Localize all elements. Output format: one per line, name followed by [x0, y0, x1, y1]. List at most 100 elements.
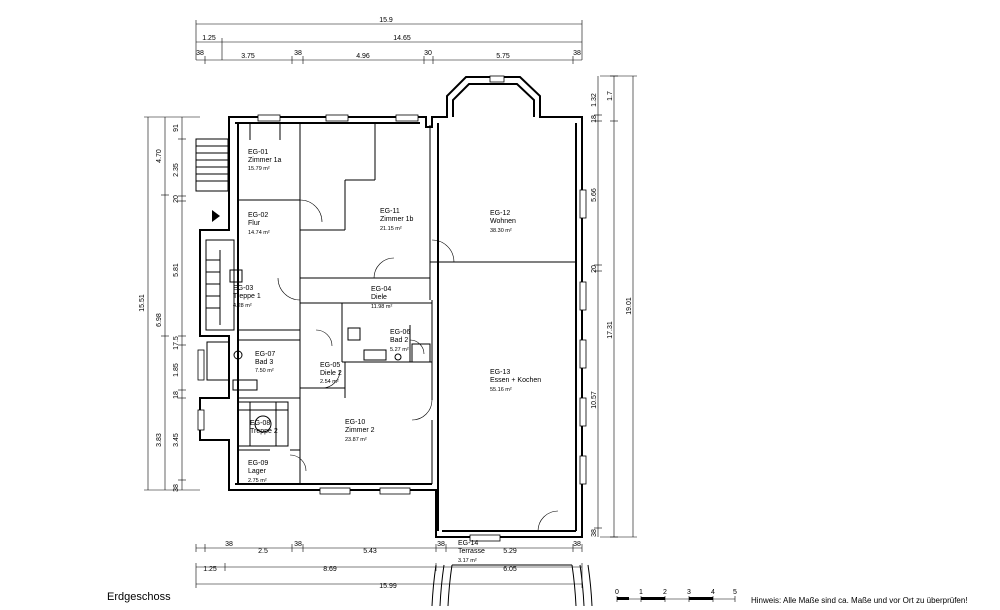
dim-bot-total: 15.99 — [379, 583, 397, 590]
outer-walls — [199, 76, 583, 538]
scale-bar: 0 1 2 3 4 5 — [615, 589, 737, 602]
dim-right-e: 20 — [591, 265, 598, 273]
svg-text:23.87 m²: 23.87 m² — [345, 437, 367, 443]
bathroom-fixtures — [206, 327, 431, 391]
svg-text:3.17 m²: 3.17 m² — [458, 558, 477, 564]
svg-text:Diele: Diele — [371, 294, 387, 301]
dim-top-1: 1.25 — [202, 35, 216, 42]
dim-top-c: 38 — [294, 50, 302, 57]
svg-text:7.50 m²: 7.50 m² — [255, 368, 274, 374]
room-eg-08: EG-08 Treppe 2 — [250, 420, 278, 435]
room-eg-11: EG-11 Zimmer 1b 21.15 m² — [380, 208, 414, 232]
dim-bot-1: 1.25 — [203, 566, 217, 573]
svg-text:EG-11: EG-11 — [380, 208, 400, 215]
room-eg-09: EG-09 Lager 2.75 m² — [248, 460, 268, 484]
room-eg-06: EG-06 Bad 2 5.27 m² — [390, 329, 410, 353]
svg-text:Bad 3: Bad 3 — [255, 359, 273, 366]
dim-left-l: 38 — [173, 484, 180, 492]
svg-text:EG-05: EG-05 — [320, 362, 340, 369]
entrance-arrow-icon — [212, 210, 220, 222]
windows — [197, 75, 587, 542]
svg-text:EG-10: EG-10 — [345, 419, 365, 426]
scale-tick-5: 5 — [733, 589, 737, 596]
dim-bot-3: 6.05 — [503, 566, 517, 573]
room-eg-03: EG-03 Treppe 1 4.28 m² — [233, 285, 261, 309]
dim-bot-e: 38 — [437, 541, 445, 548]
svg-text:Diele 2: Diele 2 — [320, 370, 342, 377]
room-eg-05: EG-05 Diele 2 2.54 m² — [320, 362, 342, 385]
room-eg-04: EG-04 Diele 11.98 m² — [371, 286, 392, 310]
svg-text:Zimmer 1a: Zimmer 1a — [248, 157, 282, 164]
svg-text:Wohnen: Wohnen — [490, 218, 516, 225]
svg-text:EG-09: EG-09 — [248, 460, 268, 467]
dim-top-b: 3.75 — [241, 53, 255, 60]
dim-bot-a: 38 — [225, 541, 233, 548]
dim-left-i: 1.85 — [173, 363, 180, 377]
svg-text:2.54 m²: 2.54 m² — [320, 379, 339, 385]
svg-text:15.79 m²: 15.79 m² — [248, 166, 270, 172]
dim-left-h: 17.5 — [173, 336, 180, 350]
stair-1 — [205, 239, 243, 331]
svg-text:14.74 m²: 14.74 m² — [248, 230, 270, 236]
dim-left-j: 18 — [173, 391, 180, 399]
dim-left-b: 5.81 — [173, 263, 180, 277]
scale-tick-0: 0 — [615, 589, 619, 596]
svg-text:21.15 m²: 21.15 m² — [380, 226, 402, 232]
scale-tick-3: 3 — [687, 589, 691, 596]
dim-right-i: 19.01 — [626, 297, 633, 315]
room-eg-02: EG-02 Flur 14.74 m² — [248, 212, 270, 236]
dim-top-2: 14.65 — [393, 35, 411, 42]
room-labels: EG-01 Zimmer 1a 15.79 m² EG-02 Flur 14.7… — [233, 149, 541, 564]
dim-right-f: 10.57 — [591, 391, 598, 409]
dim-top-e: 30 — [424, 50, 432, 57]
svg-text:EG-07: EG-07 — [255, 351, 275, 358]
dim-left-c: 6.98 — [156, 313, 163, 327]
svg-text:Flur: Flur — [248, 220, 261, 227]
svg-text:EG-08: EG-08 — [250, 420, 270, 427]
svg-text:Treppe 2: Treppe 2 — [250, 428, 278, 435]
dim-left-f: 2.35 — [173, 163, 180, 177]
dim-top-d: 4.96 — [356, 53, 370, 60]
svg-text:Bad 2: Bad 2 — [390, 337, 408, 344]
dim-bot-d: 5.43 — [363, 548, 377, 555]
stair-entrance — [195, 138, 229, 192]
room-eg-12: EG-12 Wohnen 38.30 m² — [490, 210, 516, 234]
disclaimer-note: Hinweis: Alle Maße sind ca. Maße und vor… — [751, 596, 968, 605]
dim-left-total: 15.51 — [139, 294, 146, 312]
bottom-dimensions: 38 2.5 38 5.43 38 5.29 38 1.25 8.69 6.05… — [195, 541, 583, 590]
svg-text:EG-02: EG-02 — [248, 212, 268, 219]
svg-text:EG-03: EG-03 — [233, 285, 253, 292]
svg-text:Terrasse: Terrasse — [458, 548, 485, 555]
svg-text:Zimmer 1b: Zimmer 1b — [380, 216, 414, 223]
svg-text:EG-13: EG-13 — [490, 369, 510, 376]
right-dimensions: 1.32 18 5.66 20 10.57 38 1.7 17.31 19.01 — [591, 75, 637, 538]
dim-left-g: 20 — [173, 195, 180, 203]
svg-text:EG-12: EG-12 — [490, 210, 510, 217]
room-eg-14: EG-14 Terrasse 3.17 m² — [458, 540, 485, 564]
dim-left-d: 3.83 — [156, 433, 163, 447]
svg-text:EG-14: EG-14 — [458, 540, 478, 547]
dim-bot-g: 38 — [573, 541, 581, 548]
svg-text:EG-04: EG-04 — [371, 286, 391, 293]
svg-text:11.98 m²: 11.98 m² — [371, 304, 392, 310]
svg-text:Treppe 1: Treppe 1 — [233, 293, 261, 300]
dim-top-f: 5.75 — [496, 53, 510, 60]
svg-text:55.16 m²: 55.16 m² — [490, 387, 512, 393]
dim-right-b: 1.7 — [607, 91, 614, 101]
svg-text:2.75 m²: 2.75 m² — [248, 478, 267, 484]
scale-tick-4: 4 — [711, 589, 715, 596]
svg-text:Zimmer 2: Zimmer 2 — [345, 427, 375, 434]
dim-bot-f: 5.29 — [503, 548, 517, 555]
scale-tick-1: 1 — [639, 589, 643, 596]
left-dimensions: 15.51 4.70 6.98 3.83 91 2.35 20 5.81 17.… — [139, 116, 200, 492]
dim-right-a: 1.32 — [591, 93, 598, 107]
svg-text:5.27 m²: 5.27 m² — [390, 347, 409, 353]
svg-text:Essen + Kochen: Essen + Kochen — [490, 377, 541, 384]
dim-top-g: 38 — [573, 50, 581, 57]
floor-title: Erdgeschoss — [107, 591, 171, 603]
room-eg-13: EG-13 Essen + Kochen 55.16 m² — [490, 369, 541, 393]
dim-right-c: 18 — [591, 115, 598, 123]
dim-left-a: 4.70 — [156, 149, 163, 163]
dim-right-h: 17.31 — [607, 321, 614, 339]
svg-text:EG-06: EG-06 — [390, 329, 410, 336]
